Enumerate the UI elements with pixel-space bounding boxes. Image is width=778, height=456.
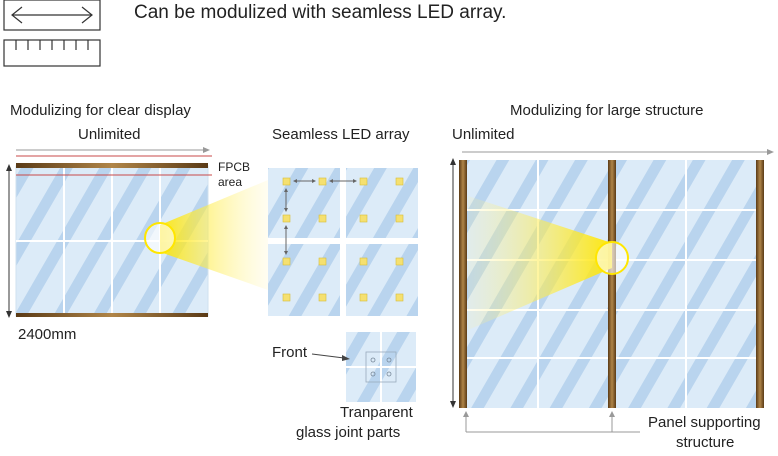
fpcb-label: FPCB [218, 160, 251, 174]
led-array-graphic [268, 168, 418, 316]
front-label: Front [272, 344, 308, 361]
fpcb-label-area: area [218, 175, 243, 189]
support-label-2: structure [676, 434, 735, 451]
joint-parts-graphic [311, 332, 416, 402]
middle-title: Seamless LED array [272, 126, 410, 143]
right-width-label: Unlimited [452, 126, 515, 143]
zoom-circle-left [144, 222, 176, 254]
left-height-label: 2400mm [18, 326, 77, 343]
measure-icon [3, 0, 101, 67]
joint-label-1: Tranparent [340, 404, 413, 421]
zoom-beam-right [468, 196, 612, 330]
support-label-1: Panel supporting [648, 414, 761, 431]
right-title: Modulizing for large structure [510, 102, 704, 119]
joint-label-2: glass joint parts [296, 424, 401, 441]
left-title: Modulizing for clear display [10, 102, 191, 119]
header-caption: Can be modulized with seamless LED array… [134, 2, 507, 23]
left-width-label: Unlimited [78, 126, 141, 143]
zoom-circle-right [595, 241, 629, 275]
zoom-beam-left [160, 180, 268, 290]
